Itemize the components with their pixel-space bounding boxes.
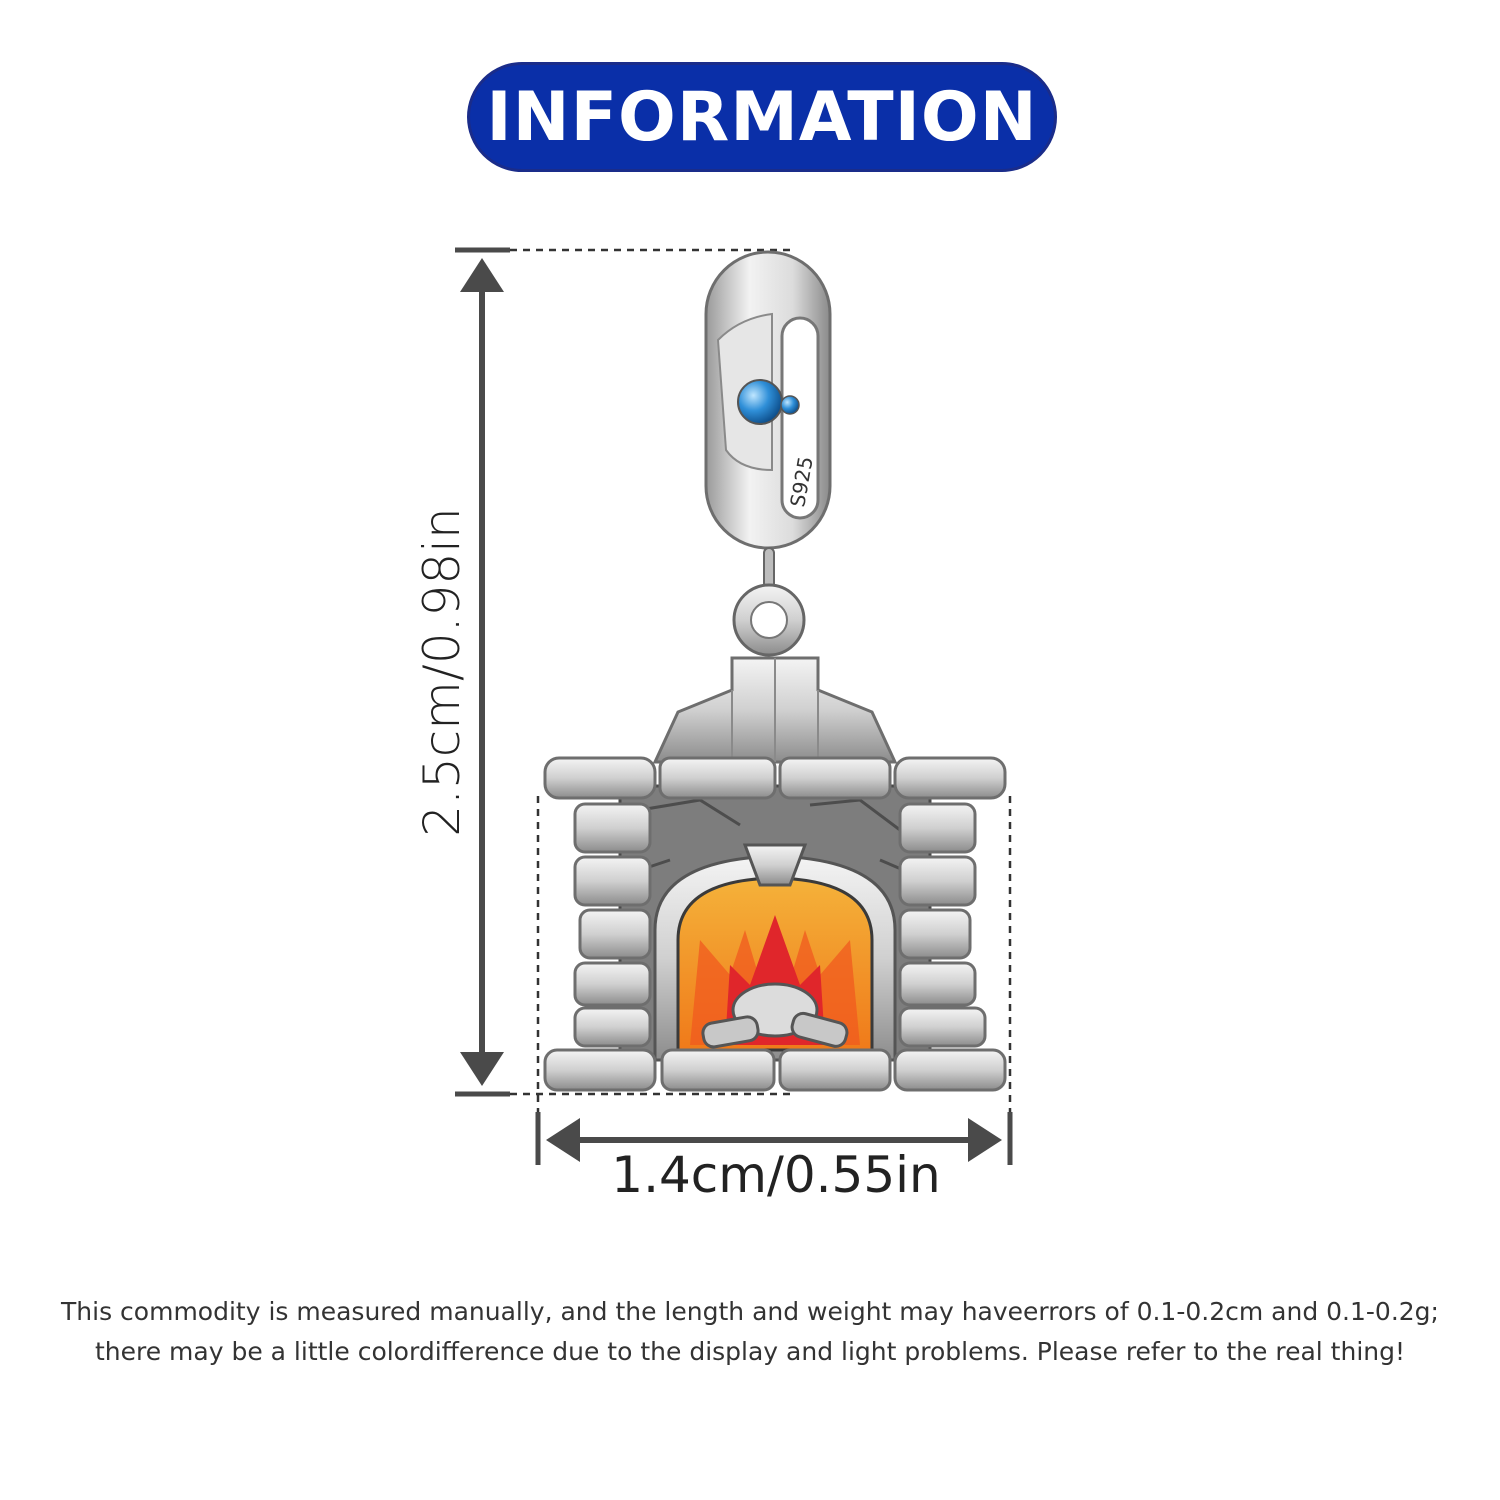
banner-title: INFORMATION — [486, 77, 1038, 157]
fireplace-charm — [543, 656, 1007, 1092]
height-text: 2.5cm/0.98in — [413, 507, 471, 837]
keystone — [742, 843, 808, 887]
disclaimer-note: This commodity is measured manually, and… — [60, 1292, 1440, 1372]
disclaimer-line-1: This commodity is measured manually, and… — [61, 1297, 1439, 1326]
blue-stone-icon — [780, 395, 800, 415]
height-dimension — [455, 247, 792, 1097]
arrow-right-icon — [968, 1118, 1002, 1162]
blue-stone-icon — [737, 379, 783, 425]
arrow-up-icon — [460, 258, 504, 292]
disclaimer-line-2: there may be a little colordifference du… — [94, 1337, 1406, 1366]
charm-bail: S925 — [704, 250, 832, 657]
arrow-down-icon — [460, 1052, 504, 1086]
arrow-left-icon — [546, 1118, 580, 1162]
width-measurement-label: 1.4cm/0.55in — [611, 1146, 941, 1204]
information-banner: INFORMATION — [467, 62, 1057, 172]
width-dimension — [535, 796, 1013, 1165]
